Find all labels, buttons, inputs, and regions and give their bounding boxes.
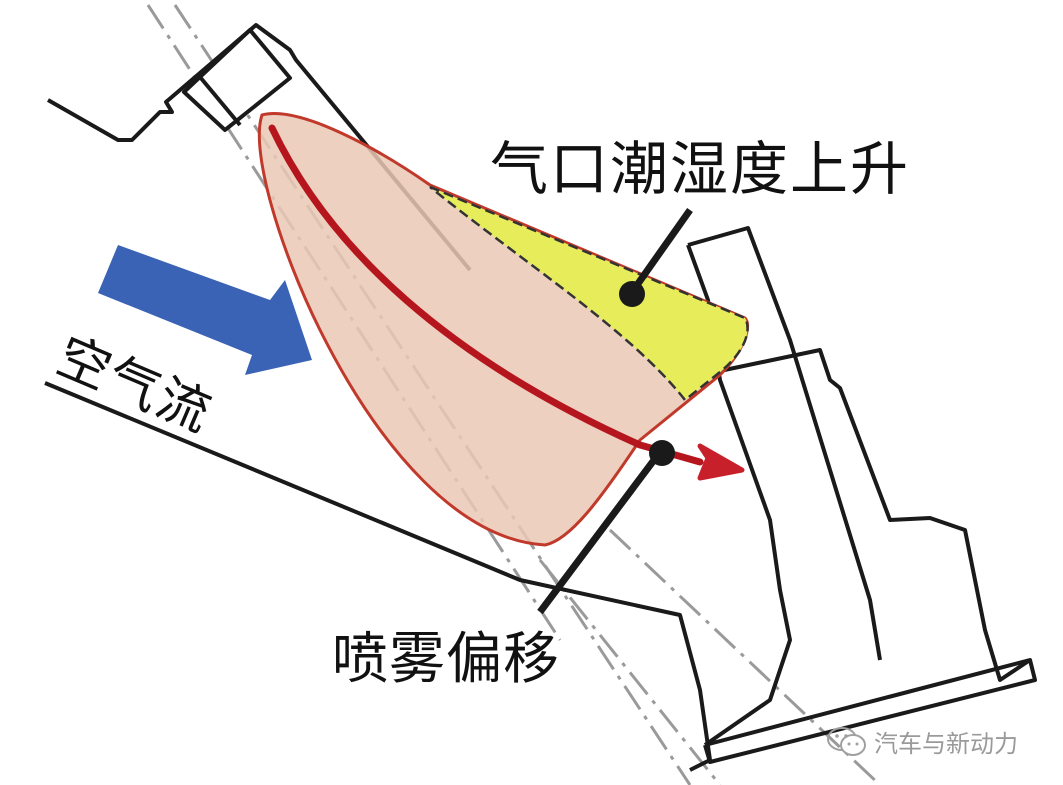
injector [47, 23, 472, 272]
watermark: 汽车与新动力 [826, 724, 1018, 759]
airflow-arrow [98, 245, 312, 375]
port-humidity-label: 气口潮湿度上升 [490, 135, 911, 203]
watermark-text: 汽车与新动力 [874, 730, 1018, 758]
port-wall [44, 381, 712, 772]
wechat-icon [827, 726, 866, 756]
spray-deviation-label: 喷雾偏移 [332, 627, 560, 692]
leader-lines [537, 207, 693, 615]
wet-zone [429, 185, 749, 402]
intake-valve [686, 226, 1037, 764]
spray-axis-arrow [268, 124, 745, 481]
